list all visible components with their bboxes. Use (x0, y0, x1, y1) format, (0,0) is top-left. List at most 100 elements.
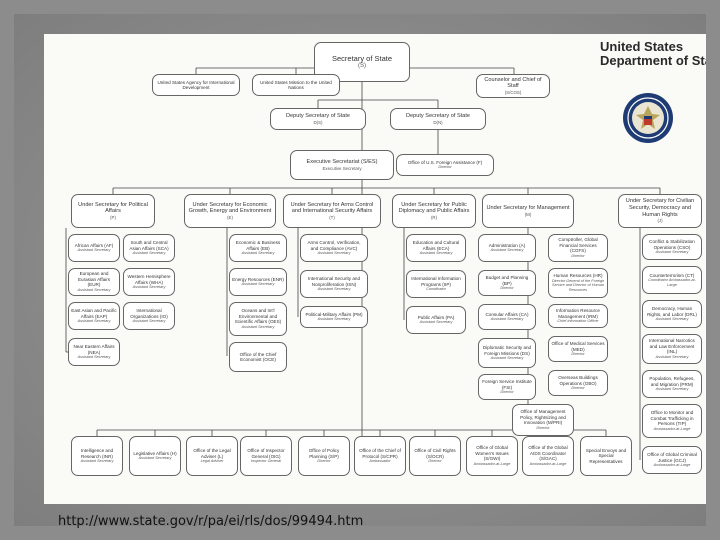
economic-bureau-box-0-title: Economic & Business Affairs (EB) (235, 240, 281, 251)
staff-office-box-2-subtitle: Legal Adviser (200, 459, 224, 464)
civilian-security-box-3: International Narcotics and Law Enforcem… (642, 334, 702, 364)
staff-office-box-4: Office of Policy Planning (S/P)Director (298, 436, 350, 476)
management-right-box-1-title: Human Resources (HR) (553, 273, 603, 279)
public-diplomacy-box-2-subtitle: Assistant Secretary (419, 320, 453, 325)
deputy-secretary-dn-box-title: Deputy Secretary of State (405, 113, 471, 119)
civilian-security-box-6: Office of Global Criminal Justice (GCJ)A… (642, 446, 702, 474)
economic-bureau-box-1-title: Energy Resources (ENR) (232, 276, 284, 282)
management-left-box-4: Foreign Service Institute (FSI)Director (478, 374, 536, 400)
management-policy-box-subtitle: Director (536, 425, 550, 430)
political-bureau-box-0: African Affairs (AF)Assistant Secretary (68, 234, 120, 262)
staff-office-box-3: Office of Inspector General (OIG)Inspect… (240, 436, 292, 476)
staff-office-box-4-subtitle: Director (317, 459, 331, 464)
management-left-box-4-title: Foreign Service Institute (FSI) (482, 379, 532, 390)
secretary-of-state-box-title: Secretary of State (331, 53, 393, 63)
staff-office-box-7-subtitle: Ambassador-at-Large (473, 461, 511, 466)
management-left-box-0-subtitle: Assistant Secretary (490, 248, 524, 253)
civilian-security-box-4-subtitle: Assistant Secretary (655, 387, 689, 392)
arms-bureau-box-2-subtitle: Assistant Secretary (317, 317, 351, 322)
foreign-assistance-box-title: Office of U.S. Foreign Assistance (F) (407, 159, 483, 165)
management-right-box-2-title: Information Resource Management (IRM) (556, 308, 600, 319)
economic-bureau-box-2: Oceans and Int'l Environmental and Scien… (229, 302, 287, 336)
political-bureau-box-4-subtitle: Assistant Secretary (77, 319, 111, 324)
civilian-security-box-3-title: International Narcotics and Law Enforcem… (649, 338, 695, 355)
under-secretary-box-2: Under Secretary for Arms Control and Int… (283, 194, 381, 228)
management-right-box-3: Office of Medical Services (MED)Director (548, 336, 608, 362)
staff-office-box-4-title: Office of Policy Planning (S/P) (308, 448, 340, 459)
civilian-security-box-2-subtitle: Assistant Secretary (655, 317, 689, 322)
under-secretary-box-0-title: Under Secretary for Political Affairs (78, 201, 148, 215)
arms-bureau-box-0-subtitle: Assistant Secretary (317, 251, 351, 256)
political-bureau-box-6-title: Near Eastern Affairs (NEA) (73, 344, 115, 355)
deputy-secretary-d-box-title: Deputy Secretary of State (285, 113, 351, 119)
economic-bureau-box-2-title: Oceans and Int'l Environmental and Scien… (234, 308, 282, 325)
political-bureau-box-4-title: East Asian and Pacific Affairs (EAP) (71, 308, 117, 319)
under-secretary-box-1-title: Under Secretary for Economic Growth, Ene… (188, 201, 272, 215)
staff-office-box-5-subtitle: Ambassador (369, 459, 391, 464)
public-diplomacy-box-1-subtitle: Coordinator (426, 287, 446, 292)
under-secretary-box-3-subtitle: (R) (430, 215, 438, 221)
staff-office-box-0-title: Intelligence and Research (INR) (80, 448, 114, 459)
under-secretary-box-0-subtitle: (P) (110, 215, 116, 221)
civilian-security-box-0: Conflict & Stabilization Operations (CSO… (642, 234, 702, 260)
civilian-security-box-1-title: Counterterrorism (CT) (649, 272, 695, 278)
usaid-box: United States Agency for International D… (152, 74, 240, 96)
management-right-box-2: Information Resource Management (IRM)Chi… (548, 304, 608, 328)
political-bureau-box-2-title: European and Eurasian Affairs (EUR) (77, 271, 111, 288)
arms-bureau-box-0-title: Arms Control, Verification, and Complian… (307, 240, 361, 251)
political-bureau-box-6-subtitle: Assistant Secretary (77, 355, 111, 360)
slide-frame: Secretary of State(S) United States Agenc… (14, 14, 706, 529)
management-right-box-3-title: Office of Medical Services (MED) (551, 341, 605, 352)
civilian-security-box-1: Counterterrorism (CT)Coordinator Ambassa… (642, 266, 702, 294)
department-title-line1: United States (600, 39, 684, 54)
arms-bureau-box-1: International Security and Nonproliferat… (300, 270, 368, 298)
management-right-box-0-title: Comptroller, Global Financial Services (… (558, 237, 598, 254)
political-bureau-box-3-title: Western Hemisphere Affairs (WHA) (127, 274, 171, 285)
under-secretary-box-2-subtitle: (T) (329, 215, 335, 221)
economic-bureau-box-1-subtitle: Assistant Secretary (241, 282, 275, 287)
civilian-security-box-0-title: Conflict & Stabilization Operations (CSO… (649, 239, 695, 250)
management-left-box-3-subtitle: Assistant Secretary (490, 356, 524, 361)
staff-office-box-8-title: Office of the Global AIDS Coordinator (S… (528, 445, 568, 462)
political-bureau-box-2-subtitle: Assistant Secretary (77, 287, 111, 292)
state-department-seal-icon (623, 93, 673, 143)
counselor-box-title: Counselor and Chief of Staff (484, 76, 542, 90)
management-left-box-0: Administration (A)Assistant Secretary (478, 234, 536, 262)
foreign-assistance-box: Office of U.S. Foreign Assistance (F)Dir… (396, 154, 494, 176)
management-right-box-4: Overseas Buildings Operations (OBO)Direc… (548, 370, 608, 396)
public-diplomacy-box-1: International Information Programs (IIP)… (406, 270, 466, 298)
management-policy-box-title: Office of Management Policy, Rightsizing… (520, 409, 566, 426)
staff-office-box-6: Office of Civil Rights (S/OCR)Director (409, 436, 461, 476)
management-right-box-4-title: Overseas Buildings Operations (OBO) (558, 375, 598, 386)
deputy-secretary-d-box-subtitle: D(S) (313, 119, 323, 125)
arms-bureau-box-0: Arms Control, Verification, and Complian… (300, 234, 368, 262)
under-secretary-box-2-title: Under Secretary for Arms Control and Int… (290, 201, 374, 215)
management-right-box-3-subtitle: Director (571, 352, 585, 357)
political-bureau-box-5: International Organizations (IO)Assistan… (123, 302, 175, 330)
staff-office-box-1-title: Legislative Affairs (H) (133, 450, 177, 456)
un-mission-box: United States Mission to the United Nati… (252, 74, 340, 96)
management-left-box-3: Diplomatic Security and Foreign Missions… (478, 338, 536, 368)
under-secretary-box-5-title: Under Secretary for Civilian Security, D… (625, 198, 695, 218)
arms-bureau-box-1-subtitle: Assistant Secretary (317, 287, 351, 292)
management-left-box-2: Consular Affairs (CA)Assistant Secretary (478, 304, 536, 330)
civilian-security-box-0-subtitle: Assistant Secretary (655, 250, 689, 255)
staff-office-box-1: Legislative Affairs (H)Assistant Secreta… (129, 436, 181, 476)
management-left-box-0-title: Administration (A) (488, 242, 526, 248)
management-right-box-2-subtitle: Chief Information Officer (557, 319, 599, 324)
civilian-security-box-2: Democracy, Human Rights, and Labor (DRL)… (642, 300, 702, 328)
political-bureau-box-1: South and Central Asian Affairs (SCA)Ass… (123, 234, 175, 262)
staff-office-box-9-title: Special Envoys and Special Representativ… (585, 447, 627, 464)
staff-office-box-9: Special Envoys and Special Representativ… (580, 436, 632, 476)
management-left-box-4-subtitle: Director (500, 390, 514, 395)
staff-office-box-3-title: Office of Inspector General (OIG) (247, 448, 285, 459)
under-secretary-box-5-subtitle: (J) (657, 218, 663, 224)
under-secretary-box-5: Under Secretary for Civilian Security, D… (618, 194, 702, 228)
political-bureau-box-2: European and Eurasian Affairs (EUR)Assis… (68, 268, 120, 296)
public-diplomacy-box-2-title: Public Affairs (PA) (417, 314, 455, 320)
under-secretary-box-4-subtitle: (M) (524, 211, 532, 217)
management-right-box-1: Human Resources (HR)Director General of … (548, 268, 608, 298)
management-left-box-2-subtitle: Assistant Secretary (490, 317, 524, 322)
civilian-security-box-4: Population, Refugees, and Migration (PRM… (642, 370, 702, 398)
secretary-of-state-box: Secretary of State(S) (314, 42, 410, 82)
